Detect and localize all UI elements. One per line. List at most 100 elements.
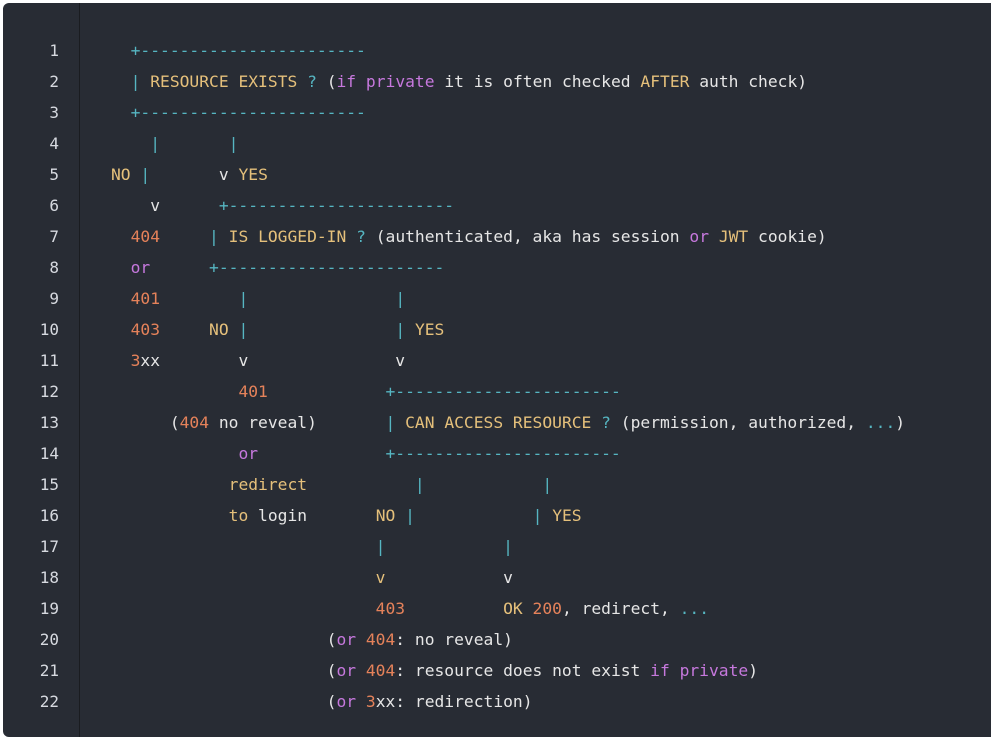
code-token: | (228, 134, 239, 153)
code-token: 404 (130, 227, 161, 246)
code-token: ? (307, 72, 317, 91)
code-token: or (336, 661, 357, 680)
code-token: | (385, 413, 406, 432)
code-line: or +----------------------- (111, 252, 445, 283)
code-token: IS LOGGED-IN (228, 227, 347, 246)
code-token: | (532, 506, 543, 525)
code-token (111, 227, 131, 246)
code-token: or (238, 444, 259, 463)
code-token: or (130, 258, 151, 277)
code-token (356, 72, 366, 91)
code-line: (or 404: resource does not exist if priv… (111, 655, 758, 686)
code-token (111, 103, 131, 122)
code-token: | (209, 227, 229, 246)
code-token: | (140, 165, 151, 184)
code-token: v (375, 568, 386, 587)
line-number: 16 (39, 506, 59, 525)
code-token: | (414, 475, 425, 494)
code-token: or (336, 630, 357, 649)
code-token (160, 289, 238, 308)
line-number: 22 (39, 692, 59, 711)
code-token (356, 630, 366, 649)
code-token (111, 568, 376, 587)
code-token (111, 320, 131, 339)
code-token: ( (111, 413, 180, 432)
code-line: or +----------------------- (111, 438, 620, 469)
code-line: 401 +----------------------- (111, 376, 620, 407)
line-number: 13 (39, 413, 59, 432)
code-token: ? (356, 227, 366, 246)
code-token: cookie) (748, 227, 827, 246)
code-token: 404 (365, 630, 396, 649)
line-number: 17 (39, 537, 59, 556)
code-token: RESOURCE EXISTS (150, 72, 298, 91)
code-token: | (130, 72, 151, 91)
code-token: ( (111, 661, 337, 680)
code-token (160, 320, 209, 339)
code-token: login (248, 506, 376, 525)
line-number: 11 (39, 351, 59, 370)
line-number: 5 (49, 165, 59, 184)
code-token: +----------------------- (130, 41, 366, 60)
code-token: ... (679, 599, 710, 618)
code-token (111, 134, 150, 153)
code-token: ) (895, 413, 906, 432)
code-line: | | (111, 531, 513, 562)
code-token (229, 320, 239, 339)
code-token (670, 661, 680, 680)
code-token (111, 444, 238, 463)
code-line: 404 | IS LOGGED-IN ? (authenticated, aka… (111, 221, 827, 252)
code-token: 200 (532, 599, 562, 618)
code-token: private (679, 661, 749, 680)
code-token: v (385, 568, 513, 587)
code-line: v +----------------------- (111, 190, 454, 221)
code-token (395, 506, 405, 525)
line-number: 18 (39, 568, 59, 587)
code-token: NO (209, 320, 229, 339)
code-line: +----------------------- (111, 97, 366, 128)
code-token: | (395, 289, 406, 308)
code-token: OK (503, 599, 523, 618)
line-number: 4 (49, 134, 59, 153)
code-token (523, 599, 533, 618)
line-number: 2 (49, 72, 59, 91)
code-token: | (405, 506, 415, 525)
code-token: or (336, 692, 357, 711)
code-line: 403 NO | | YES (111, 314, 445, 345)
code-line: | | (111, 128, 238, 159)
code-line: redirect | | (111, 469, 553, 500)
code-token (111, 382, 238, 401)
line-number: 8 (49, 258, 59, 277)
code-token (111, 289, 131, 308)
line-number: 20 (39, 630, 59, 649)
code-token: NO (111, 165, 131, 184)
code-token: (authenticated, aka has session (365, 227, 690, 246)
code-token (150, 258, 209, 277)
code-token (111, 258, 131, 277)
line-number: 10 (39, 320, 59, 339)
code-token: 3 (365, 692, 376, 711)
code-token: ( (111, 630, 337, 649)
code-token: +----------------------- (209, 258, 445, 277)
code-token (415, 506, 533, 525)
code-token: : resource does not exist (395, 661, 651, 680)
code-token (111, 599, 376, 618)
code-token (111, 41, 131, 60)
code-line: | RESOURCE EXISTS ? (if private it is of… (111, 66, 807, 97)
code-token: AFTER (640, 72, 690, 91)
code-token: YES (238, 165, 268, 184)
code-token: ? (601, 413, 611, 432)
code-token: | (238, 320, 249, 339)
code-line: (404 no reveal) | CAN ACCESS RESOURCE ? … (111, 407, 905, 438)
code-token (542, 506, 552, 525)
line-number: 12 (39, 382, 59, 401)
line-number: 15 (39, 475, 59, 494)
code-token: YES (552, 506, 582, 525)
code-token (356, 661, 366, 680)
code-token: 403 (375, 599, 406, 618)
code-token (385, 537, 503, 556)
code-token (405, 320, 415, 339)
code-token: NO (375, 506, 396, 525)
code-token: 404 (365, 661, 396, 680)
